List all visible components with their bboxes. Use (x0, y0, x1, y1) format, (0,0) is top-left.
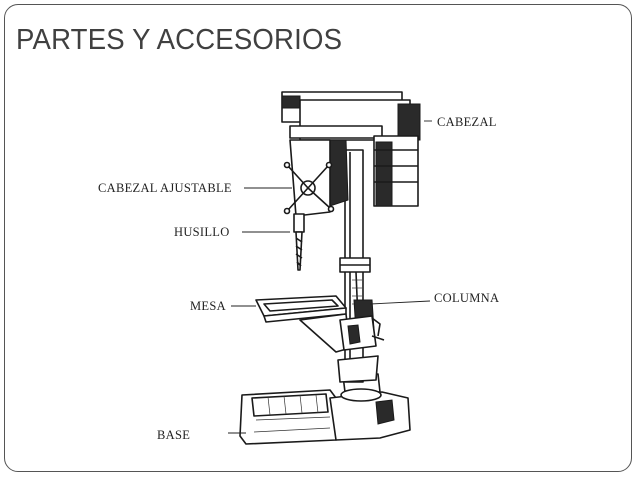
slide-title: PARTES Y ACCESORIOS (16, 24, 343, 56)
adjustable-head-drawing (283, 139, 335, 217)
label-cabezal: CABEZAL (437, 115, 497, 129)
base-drawing (239, 373, 411, 445)
label-columna: COLUMNA (434, 291, 499, 305)
columna-leader (369, 300, 431, 305)
label-base: BASE (157, 428, 190, 442)
spindle-drawing (293, 213, 305, 271)
table-drawing (255, 295, 385, 353)
label-cabezal-ajustable: CABEZAL AJUSTABLE (98, 181, 232, 195)
label-mesa: MESA (190, 299, 226, 313)
label-husillo: HUSILLO (174, 225, 230, 239)
